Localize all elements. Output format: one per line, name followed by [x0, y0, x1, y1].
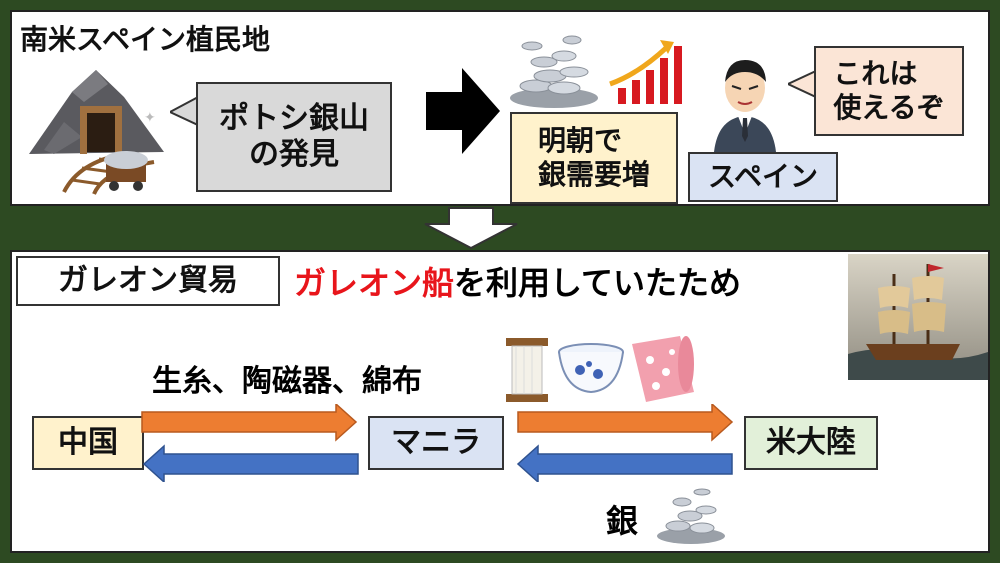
mine-icon: ✦ — [29, 70, 164, 195]
speech-line2: 使えるぞ — [833, 91, 945, 124]
potosi-callout: ポトシ銀山 の発見 — [196, 82, 392, 192]
silver-arrow-manila-china — [142, 444, 359, 482]
svg-text:✦: ✦ — [144, 110, 156, 126]
galleon-ship-text: ガレオン船 — [294, 264, 455, 302]
potosi-line2: の発見 — [249, 137, 339, 172]
down-arrow-icon — [424, 207, 518, 250]
silver-pile-icon — [657, 488, 725, 544]
speech-line1: これは — [833, 57, 918, 91]
china-box: 中国 — [32, 416, 144, 470]
reason-rest-text: を利用していたため — [454, 264, 742, 302]
top-title: 南米スペイン植民地 — [20, 23, 271, 56]
cotton-cloth-icon — [632, 336, 694, 402]
galleon-trade-title: ガレオン貿易 — [16, 256, 280, 306]
thread-spool-icon — [506, 338, 548, 402]
bottom-panel: ガレオン貿易 ガレオン船を利用していたため 生糸、陶磁器、綿布 — [10, 250, 990, 553]
spain-box: スペイン — [688, 152, 838, 202]
silver-coins-icon — [510, 35, 598, 108]
silver-label: 銀 — [606, 502, 639, 540]
top-panel: 南米スペイン植民地 ✦ ポトシ銀山 の発見 — [10, 10, 990, 206]
right-arrow-icon — [426, 68, 500, 154]
goods-arrow-manila-americas — [517, 404, 734, 442]
potosi-line1: ポトシ銀山 — [219, 101, 369, 136]
porcelain-cup-icon — [558, 343, 624, 394]
reason-text: ガレオン船を利用していたため — [294, 258, 741, 304]
speech-bubble: これは 使えるぞ — [814, 46, 964, 136]
manila-box: マニラ — [368, 416, 504, 470]
silver-arrow-americas-manila — [516, 444, 733, 482]
goods-arrow-china-manila — [141, 404, 358, 442]
galleon-ship-icon — [848, 254, 988, 380]
trade-arrows-left — [141, 404, 359, 482]
trade-arrows-right — [516, 404, 734, 482]
ming-box: 明朝で 銀需要増 — [510, 112, 678, 204]
ming-line2: 銀需要増 — [537, 158, 650, 191]
americas-box: 米大陸 — [744, 416, 878, 470]
ming-line1: 明朝で — [537, 124, 622, 158]
goods-label: 生糸、陶磁器、綿布 — [152, 364, 422, 399]
growth-chart-icon — [609, 40, 682, 104]
businessman-icon — [714, 60, 776, 152]
